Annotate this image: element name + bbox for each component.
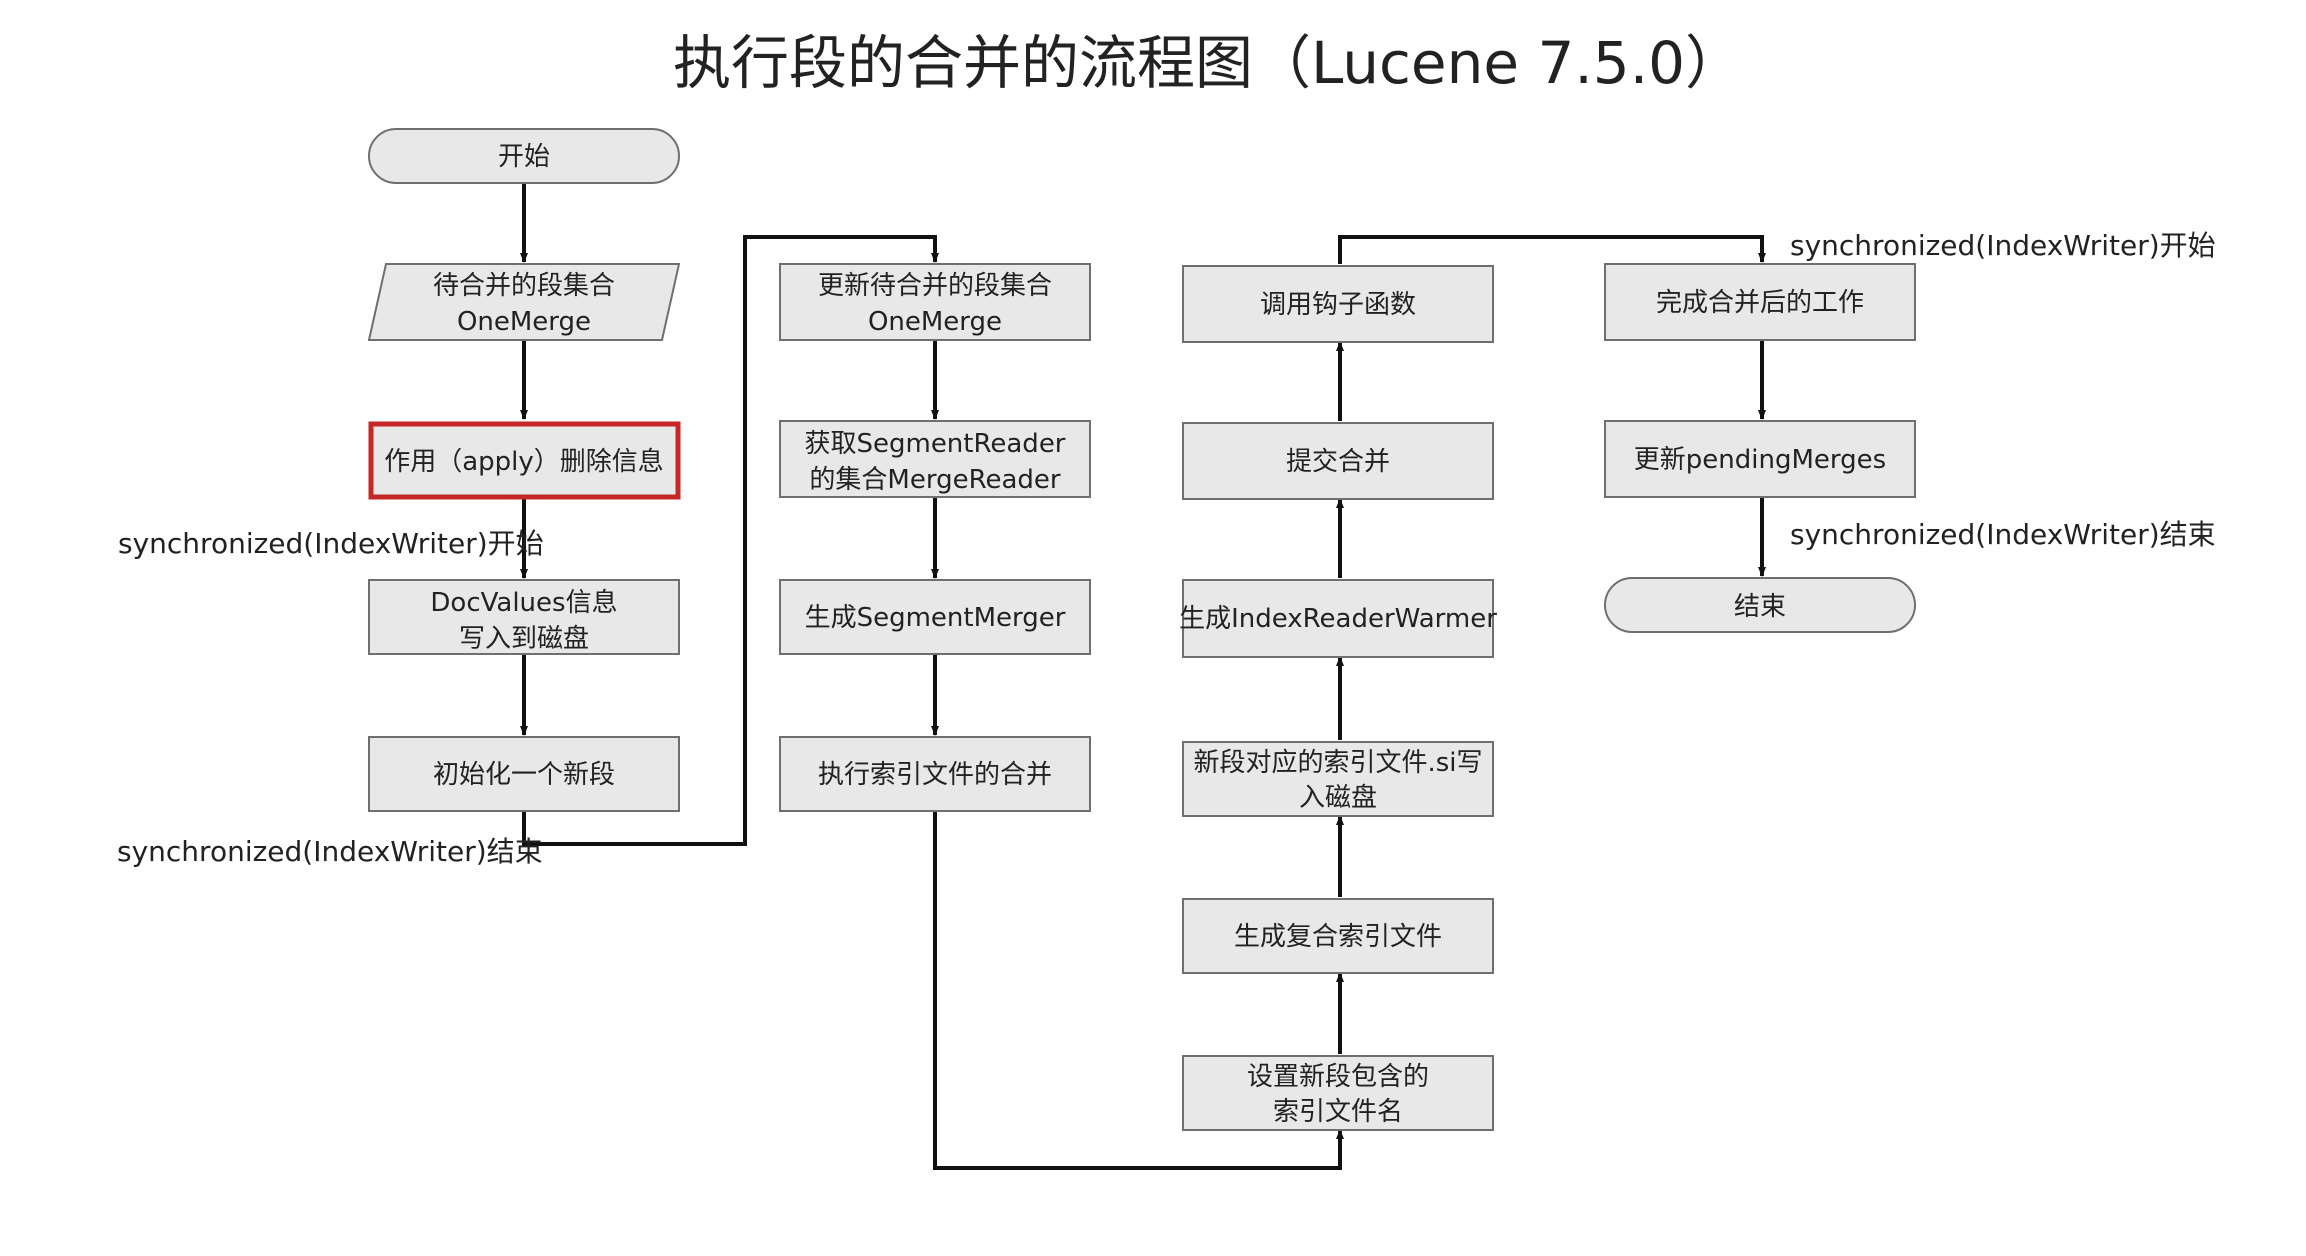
edge-hook-to-finish-work bbox=[1338, 235, 1766, 264]
node-label-line-1: 更新待合并的段集合 bbox=[818, 271, 1052, 301]
node-label-line-2: 的集合MergeReader bbox=[809, 465, 1060, 495]
node-label-line-1: 新段对应的索引文件.si写 bbox=[1193, 748, 1482, 778]
node-label-line-1: DocValues信息 bbox=[430, 588, 617, 618]
node-label-line-1: 获取SegmentReader bbox=[804, 429, 1065, 459]
node-gen-reader-warmer: 生成IndexReaderWarmer bbox=[1179, 579, 1497, 658]
node-label: 生成IndexReaderWarmer bbox=[1179, 604, 1497, 634]
node-label: 更新pendingMerges bbox=[1634, 445, 1886, 475]
node-gen-compound-file: 生成复合索引文件 bbox=[1182, 898, 1494, 974]
node-update-pending-merges: 更新pendingMerges bbox=[1604, 420, 1916, 498]
node-set-file-names: 设置新段包含的 索引文件名 bbox=[1182, 1055, 1494, 1131]
edge-init-segment-to-update-pending-set bbox=[522, 235, 939, 846]
node-finish-work: 完成合并后的工作 bbox=[1604, 263, 1916, 341]
node-label: 执行索引文件的合并 bbox=[818, 760, 1052, 790]
node-label-line-1: 待合并的段集合 bbox=[433, 271, 615, 301]
page-title: 执行段的合并的流程图（Lucene 7.5.0） bbox=[673, 29, 1743, 97]
edges bbox=[520, 183, 1766, 1170]
node-label: 生成复合索引文件 bbox=[1234, 922, 1442, 952]
node-label-line-1: 设置新段包含的 bbox=[1247, 1062, 1429, 1092]
node-label-line-2: 入磁盘 bbox=[1299, 783, 1377, 813]
node-label: 开始 bbox=[498, 142, 550, 172]
node-commit-merge: 提交合并 bbox=[1182, 422, 1494, 500]
node-label-line-2: OneMerge bbox=[868, 307, 1002, 337]
node-apply-deletes: 作用（apply）删除信息 bbox=[368, 421, 681, 500]
node-init-segment: 初始化一个新段 bbox=[368, 736, 680, 812]
node-label-line-2: 索引文件名 bbox=[1273, 1097, 1403, 1127]
node-end: 结束 bbox=[1604, 577, 1916, 633]
sync-start-label-1: synchronized(IndexWriter)开始 bbox=[118, 527, 544, 560]
node-gen-segment-merger: 生成SegmentMerger bbox=[779, 579, 1091, 655]
sync-start-label-2: synchronized(IndexWriter)开始 bbox=[1790, 229, 2216, 262]
node-label: 提交合并 bbox=[1286, 447, 1390, 477]
node-label-line-2: OneMerge bbox=[457, 307, 591, 337]
node-merge-index-files: 执行索引文件的合并 bbox=[779, 736, 1091, 812]
node-label: 作用（apply）删除信息 bbox=[384, 447, 664, 477]
node-label: 生成SegmentMerger bbox=[805, 603, 1066, 633]
node-pending-merge-set: 待合并的段集合 OneMerge bbox=[367, 263, 681, 341]
node-update-pending-set: 更新待合并的段集合 OneMerge bbox=[779, 263, 1091, 341]
edge-merge-files-to-set-names bbox=[933, 811, 1344, 1170]
node-call-hook: 调用钩子函数 bbox=[1182, 265, 1494, 343]
node-get-segment-reader: 获取SegmentReader 的集合MergeReader bbox=[779, 420, 1091, 498]
node-docvalues-write: DocValues信息 写入到磁盘 bbox=[368, 579, 680, 655]
sync-end-label-2: synchronized(IndexWriter)结束 bbox=[1790, 518, 2216, 551]
node-write-si: 新段对应的索引文件.si写 入磁盘 bbox=[1182, 741, 1494, 817]
node-label: 结束 bbox=[1734, 592, 1786, 622]
node-start: 开始 bbox=[368, 128, 680, 184]
node-label: 完成合并后的工作 bbox=[1656, 288, 1864, 318]
node-label: 初始化一个新段 bbox=[433, 760, 615, 790]
node-label: 调用钩子函数 bbox=[1260, 290, 1416, 320]
sync-end-label-1: synchronized(IndexWriter)结束 bbox=[117, 835, 543, 868]
node-label-line-2: 写入到磁盘 bbox=[459, 624, 589, 654]
